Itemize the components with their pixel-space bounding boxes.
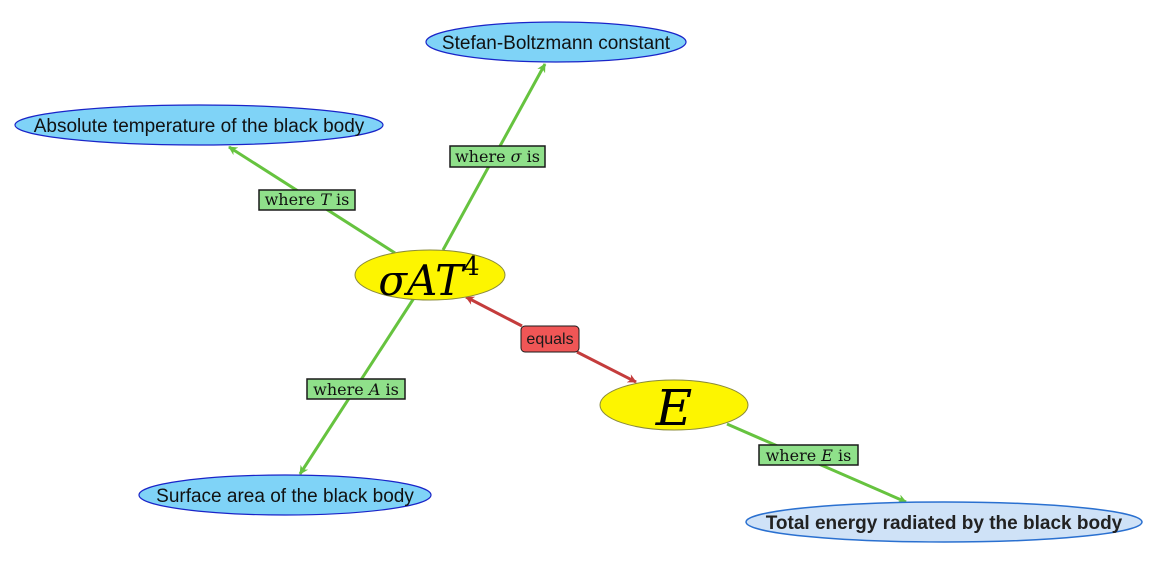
node-energy-label: E xyxy=(655,379,693,437)
edge-label-a: where A is xyxy=(306,378,406,400)
node-temperature: Absolute temperature of the black body xyxy=(14,104,384,146)
node-stefan-shape xyxy=(425,21,687,63)
edge-label-sigma: where σ is xyxy=(449,145,546,168)
formula-base: σAT xyxy=(378,256,466,305)
node-area-label: Surface area of the black body xyxy=(156,486,414,507)
edge-label-sigma-text: where σ is xyxy=(455,147,540,166)
node-formula-shape xyxy=(354,249,506,301)
node-surface-area: Surface area of the black body xyxy=(138,474,432,516)
edge-label-a-text: where A is xyxy=(313,380,399,399)
edge-equals-to-formula xyxy=(465,295,523,328)
edge-label-t-text: where T is xyxy=(265,190,350,209)
edge-label-e-box xyxy=(758,444,859,466)
edge-equals-to-energy xyxy=(576,350,637,384)
node-energy-shape xyxy=(599,379,749,431)
node-total-energy-shape xyxy=(745,501,1143,543)
edge-label-equals-text: equals xyxy=(526,331,573,348)
edge-label-t-box xyxy=(258,189,356,211)
node-area-shape xyxy=(138,474,432,516)
node-total-energy: Total energy radiated by the black body xyxy=(745,501,1143,543)
node-formula: σAT4 xyxy=(354,249,506,305)
node-formula-label: σAT4 xyxy=(378,252,479,305)
edge-label-equals: equals xyxy=(520,325,580,353)
node-total-energy-label: Total energy radiated by the black body xyxy=(766,513,1123,534)
edge-label-e: where E is xyxy=(758,444,859,466)
edge-label-t: where T is xyxy=(258,189,356,211)
node-temperature-shape xyxy=(14,104,384,146)
edge-label-a-box xyxy=(306,378,406,400)
node-energy-symbol: E xyxy=(599,379,749,437)
node-temperature-label: Absolute temperature of the black body xyxy=(34,116,365,137)
edge-label-equals-box xyxy=(520,325,580,353)
node-stefan-boltzmann: Stefan-Boltzmann constant xyxy=(425,21,687,63)
edge-label-e-text: where E is xyxy=(766,446,852,465)
formula-exponent: 4 xyxy=(463,252,480,282)
node-stefan-label: Stefan-Boltzmann constant xyxy=(442,33,671,54)
edge-label-sigma-box xyxy=(449,145,546,168)
